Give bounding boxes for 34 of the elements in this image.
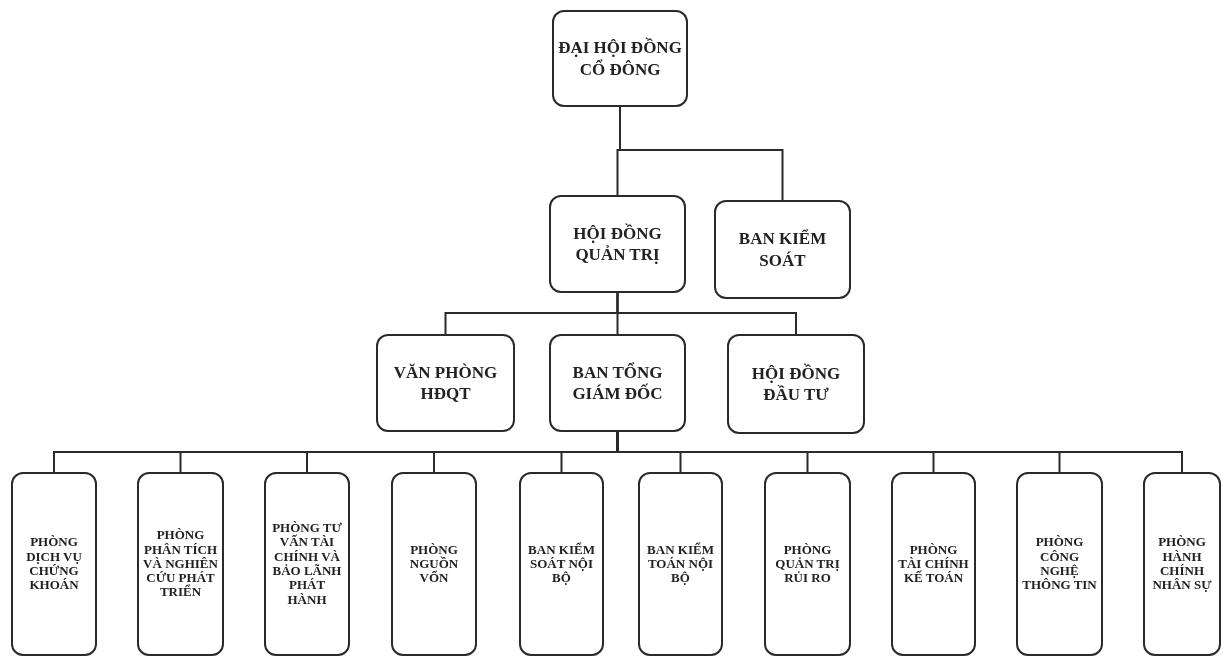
unit-name: BAN KIỂM SOÁT NỘI BỘ: [527, 542, 596, 586]
org-unit-box: [137, 472, 224, 656]
org-unit-box: [264, 472, 350, 656]
org-unit-box: [891, 472, 976, 656]
org-unit-box: [1016, 472, 1103, 656]
org-unit-box: [638, 472, 723, 656]
unit-name: PHÒNG DỊCH VỤ CHỨNG KHOÁN: [25, 535, 83, 593]
unit-name: PHÒNG CÔNG NGHỆ THÔNG TIN: [1022, 535, 1097, 593]
connector-line: [619, 106, 784, 201]
unit-name: PHÒNG NGUỒN VỐN: [408, 542, 460, 586]
org-unit-box: [519, 472, 604, 656]
unit-name: BAN KIỂM SOÁT: [737, 228, 828, 271]
org-unit-box: [727, 334, 865, 434]
org-unit-box: [549, 195, 686, 293]
unit-name: PHÒNG QUẢN TRỊ RỦI RO: [774, 542, 841, 586]
unit-name: PHÒNG TÀI CHÍNH KẾ TOÁN: [897, 542, 970, 586]
connector-line: [616, 292, 797, 335]
org-unit-box: [714, 200, 851, 299]
unit-name: ĐẠI HỘI ĐỒNG CỔ ĐÔNG: [558, 37, 682, 80]
org-unit-box: [764, 472, 851, 656]
org-unit-box: [11, 472, 97, 656]
unit-name: HỘI ĐỒNG QUẢN TRỊ: [572, 222, 663, 266]
unit-name: HỘI ĐỒNG ĐẦU TƯ: [750, 362, 842, 406]
org-unit-box: [391, 472, 477, 656]
unit-name: PHÒNG HÀNH CHÍNH NHÂN SỰ: [1151, 535, 1213, 593]
unit-name: PHÒNG TƯ VẤN TÀI CHÍNH VÀ BẢO LÃNH PHÁT HÀNH: [271, 521, 343, 607]
org-unit-box: [552, 10, 688, 107]
org-unit-box: [1143, 472, 1221, 656]
unit-name: BAN KIỂM TOÁN NỘI BỘ: [646, 542, 715, 586]
unit-name: PHÒNG PHÂN TÍCH VÀ NGHIÊN CỨU PHÁT TRIỂN: [143, 528, 218, 600]
org-unit-box: [549, 334, 686, 432]
unit-name: VĂN PHÒNG HĐQT: [392, 361, 499, 405]
org-unit-box: [376, 334, 515, 432]
unit-name: BAN TỔNG GIÁM ĐỐC: [571, 361, 664, 405]
